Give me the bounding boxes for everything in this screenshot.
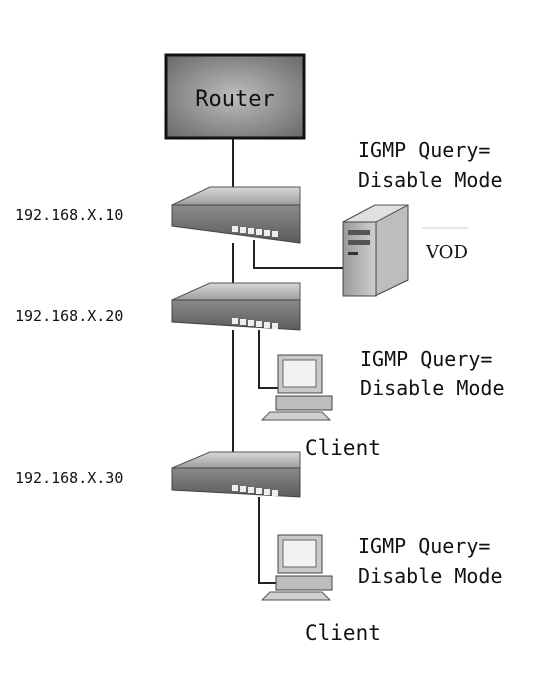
note-2-line-1: IGMP Query= xyxy=(360,347,492,371)
note-3-line-1: IGMP Query= xyxy=(358,534,490,558)
server-tower-icon xyxy=(342,204,409,297)
switch-1-front xyxy=(171,204,301,244)
switch-2-ip: 192.168.X.20 xyxy=(15,307,123,325)
client-2-label: Client xyxy=(305,621,381,645)
network-switch-icon xyxy=(232,485,278,496)
router-label: Router xyxy=(195,87,274,112)
note-3-line-2: Disable Mode xyxy=(358,564,503,588)
connection-lines xyxy=(232,138,350,584)
switch-3-front xyxy=(171,467,301,498)
switch-3 xyxy=(171,451,301,498)
vod-label: VOD xyxy=(425,242,468,263)
desktop-computer-icon xyxy=(260,354,333,421)
router: Router xyxy=(164,53,306,140)
note-1-line-1: IGMP Query= xyxy=(358,138,490,162)
switch1-to-vod-link xyxy=(253,240,350,269)
network-switch-icon xyxy=(232,318,278,329)
switch2-to-client1-link xyxy=(258,330,285,389)
router-box xyxy=(164,53,306,140)
note-1-line-2: Disable Mode xyxy=(358,168,503,192)
switch-1-ip: 192.168.X.10 xyxy=(15,206,123,224)
switch-3-ip: 192.168.X.30 xyxy=(15,469,123,487)
desktop-computer-icon xyxy=(260,534,333,601)
switch-3-top xyxy=(171,451,301,469)
network-switch-icon xyxy=(232,226,278,237)
client-1-label: Client xyxy=(305,436,381,460)
switch-2-top xyxy=(171,282,301,301)
note-2-line-2: Disable Mode xyxy=(360,376,505,400)
switch-2-front xyxy=(171,299,301,331)
switch-1-top xyxy=(171,186,301,206)
switch-1 xyxy=(171,186,301,244)
switch-2 xyxy=(171,282,301,331)
